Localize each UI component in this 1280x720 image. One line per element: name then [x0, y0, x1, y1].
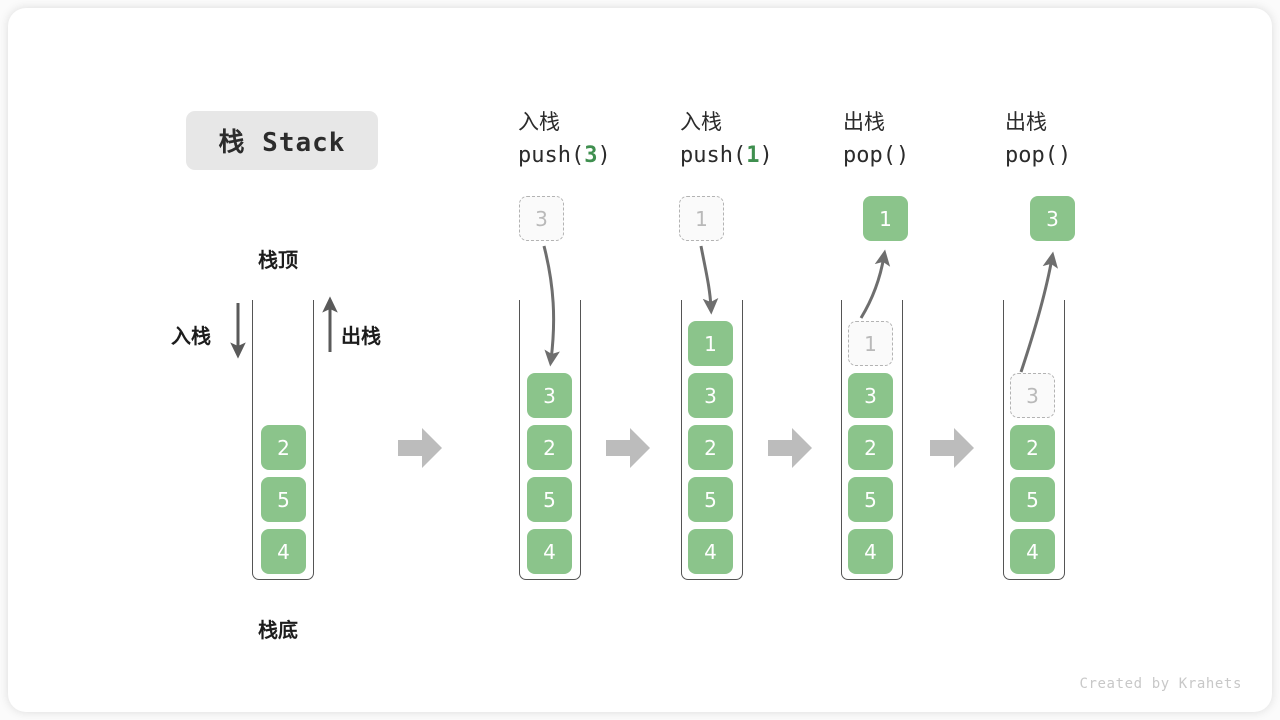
popped-element: 1	[863, 196, 908, 241]
code-prefix: push(	[680, 143, 747, 168]
column-header-cn: 入栈	[518, 110, 560, 134]
stack-container-push-3	[519, 300, 581, 580]
stack-cell: 2	[848, 425, 893, 470]
stack-cell: 4	[527, 529, 572, 574]
column-header-pop-2: 出栈 pop()	[1005, 105, 1185, 173]
stack-cell-ghost: 1	[848, 321, 893, 366]
stack-cell: 2	[688, 425, 733, 470]
stack-cell: 4	[688, 529, 733, 574]
stack-cell: 5	[1010, 477, 1055, 522]
column-header-code: pop()	[843, 139, 1023, 173]
column-header-code: push(1)	[680, 139, 860, 173]
stack-container-initial	[252, 300, 314, 580]
popped-element: 3	[1030, 196, 1075, 241]
column-header-code: pop()	[1005, 139, 1185, 173]
push-direction-label: 入栈	[171, 324, 211, 348]
stack-cell: 3	[848, 373, 893, 418]
code-suffix: )	[597, 143, 611, 168]
stack-container-push-1	[681, 300, 743, 580]
column-header-cn: 出栈	[843, 110, 885, 134]
stack-cell: 2	[527, 425, 572, 470]
code-prefix: pop(	[1005, 143, 1058, 168]
column-header-push-3: 入栈 push(3)	[518, 105, 698, 173]
stack-cell: 5	[688, 477, 733, 522]
stack-cell: 5	[261, 477, 306, 522]
code-suffix: )	[1057, 143, 1072, 168]
column-header-cn: 入栈	[680, 110, 722, 134]
pop-direction-label: 出栈	[341, 324, 381, 348]
stack-container-pop-2	[1003, 300, 1065, 580]
stack-cell: 3	[688, 373, 733, 418]
stack-cell: 4	[261, 529, 306, 574]
incoming-element-ghost: 1	[679, 196, 724, 241]
code-arg: 1	[746, 143, 760, 168]
column-header-push-1: 入栈 push(1)	[680, 105, 860, 173]
step-arrow-icon	[930, 428, 974, 468]
column-header-pop-1: 出栈 pop()	[843, 105, 1023, 173]
code-suffix: )	[895, 143, 910, 168]
step-arrow-icon	[606, 428, 650, 468]
stack-container-pop-1	[841, 300, 903, 580]
step-arrow-icon	[768, 428, 812, 468]
stack-cell: 3	[527, 373, 572, 418]
watermark: Created by Krahets	[1079, 676, 1242, 692]
stack-cell: 2	[261, 425, 306, 470]
column-header-cn: 出栈	[1005, 110, 1047, 134]
code-arg: 3	[584, 143, 598, 168]
code-prefix: pop(	[843, 143, 896, 168]
stack-cell: 2	[1010, 425, 1055, 470]
code-prefix: push(	[518, 143, 585, 168]
stack-bottom-label: 栈底	[258, 618, 298, 642]
stack-cell: 4	[1010, 529, 1055, 574]
stack-cell: 5	[848, 477, 893, 522]
stack-cell: 4	[848, 529, 893, 574]
stack-cell: 1	[688, 321, 733, 366]
column-header-code: push(3)	[518, 139, 698, 173]
step-arrow-icon	[398, 428, 442, 468]
stack-top-label: 栈顶	[258, 248, 298, 272]
figure-title-badge: 栈 Stack	[186, 111, 378, 170]
code-suffix: )	[759, 143, 773, 168]
figure-title-text: 栈 Stack	[218, 128, 346, 158]
stack-cell: 5	[527, 477, 572, 522]
incoming-element-ghost: 3	[519, 196, 564, 241]
stack-cell-ghost: 3	[1010, 373, 1055, 418]
